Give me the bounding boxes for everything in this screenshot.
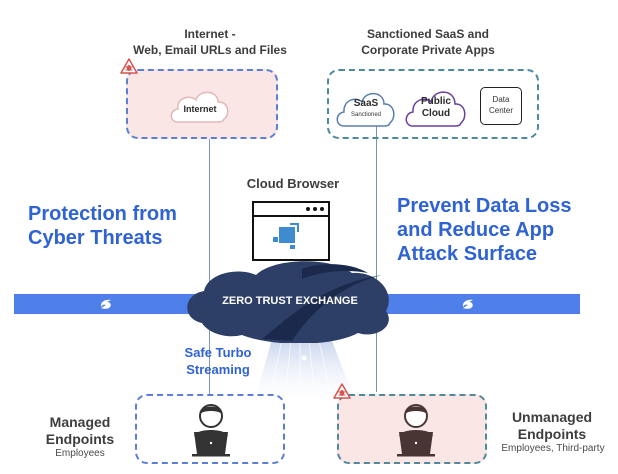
user-laptop-icon-managed xyxy=(188,402,234,458)
managed-endpoints-sub: Employees xyxy=(55,448,105,459)
managed-endpoints-title: Managed Endpoints xyxy=(45,414,115,447)
public-cloud-label: Public Cloud xyxy=(420,96,451,119)
apps-box xyxy=(327,69,539,139)
user-laptop-icon-unmanaged xyxy=(393,402,439,458)
saas-cloud xyxy=(334,84,398,130)
connector-line-left xyxy=(209,124,210,394)
data-center-box: Data Center xyxy=(480,87,522,125)
unmanaged-endpoints-title: Unmanaged Endpoints xyxy=(511,409,593,442)
threat-warning-icon xyxy=(120,58,138,74)
unmanaged-endpoints-sub: Employees, Third-party xyxy=(501,443,605,454)
cloud-browser-icon xyxy=(252,201,330,261)
prevent-data-loss-title: Prevent Data Loss and Reduce App Attack … xyxy=(397,195,572,265)
threat-warning-icon-unmanaged xyxy=(333,383,351,399)
internet-cloud xyxy=(166,84,234,126)
zte-band-right xyxy=(380,294,580,314)
connector-line-right xyxy=(376,124,377,392)
protection-title: Protection from Cyber Threats xyxy=(28,203,177,249)
internet-cloud-label: Internet xyxy=(183,104,217,114)
zero-trust-exchange-cloud xyxy=(182,255,398,344)
zero-trust-exchange-label: ZERO TRUST EXCHANGE xyxy=(222,295,358,307)
saas-label: SaaS xyxy=(353,98,379,109)
safe-turbo-streaming-label: Safe Turbo Streaming xyxy=(184,345,252,377)
managed-endpoint-box xyxy=(135,394,285,464)
internet-heading: Internet - Web, Email URLs and Files xyxy=(133,27,287,57)
apps-heading: Sanctioned SaaS and Corporate Private Ap… xyxy=(361,27,495,57)
saas-sublabel: Sanctioned xyxy=(350,112,382,118)
zscaler-logo-icon-right xyxy=(460,297,476,311)
public-cloud xyxy=(403,84,469,130)
zscaler-logo-icon-left xyxy=(98,297,114,311)
cloud-browser-label: Cloud Browser xyxy=(246,176,340,191)
